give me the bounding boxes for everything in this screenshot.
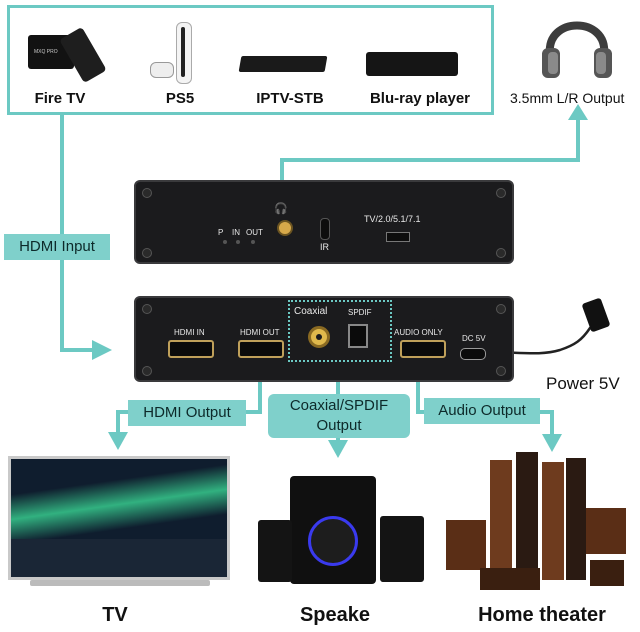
theater-tower-2 xyxy=(516,452,538,580)
hdmi-input-tag: HDMI Input xyxy=(4,234,110,260)
bluray-player-image xyxy=(366,52,458,76)
tv-stand xyxy=(30,580,210,586)
tv-arrow xyxy=(108,432,128,450)
headphones-icon xyxy=(542,21,612,78)
theater-tower-1 xyxy=(490,460,512,580)
rear-hdmi-out-label: HDMI OUT xyxy=(240,328,280,337)
theater-sub-right xyxy=(586,508,626,554)
front-out-label: OUT xyxy=(246,228,263,237)
rear-panel: HDMI IN HDMI OUT Coaxial SPDIF AUDIO ONL… xyxy=(134,296,514,382)
dc-port xyxy=(460,348,486,360)
mode-label: TV/2.0/5.1/7.1 xyxy=(364,214,421,224)
iptv-stb-image xyxy=(238,56,328,72)
bluray-label: Blu-ray player xyxy=(369,90,471,107)
hdmi-in-arrow xyxy=(92,340,112,360)
fire-tv-label: Fire TV xyxy=(34,90,86,107)
coax-spdif-output-tag: Coaxial/SPDIF Output xyxy=(268,394,410,438)
headphone-arrow xyxy=(568,104,588,120)
theater-tower-3 xyxy=(542,462,564,580)
hdmi-output-tag: HDMI Output xyxy=(128,400,246,426)
hdmi-input-line xyxy=(60,115,100,352)
ps5-label: PS5 xyxy=(165,90,195,107)
front-p-label: P xyxy=(218,228,224,237)
hdmi-in-port xyxy=(168,340,214,358)
rear-coaxial-label: Coaxial xyxy=(294,306,328,317)
ir-label: IR xyxy=(320,242,329,252)
subwoofer-image xyxy=(290,476,376,584)
mode-switch xyxy=(386,232,410,242)
rear-dc-label: DC 5V xyxy=(462,334,486,343)
right-speaker-image xyxy=(380,516,424,582)
headphone-output-label: 3.5mm L/R Output xyxy=(510,90,625,106)
coax-spdif-output-line2: Output xyxy=(316,417,362,434)
tv-label: TV xyxy=(102,604,128,626)
front-panel: P IN OUT 🎧 IR TV/2.0/5.1/7.1 xyxy=(134,180,514,264)
left-speaker-image xyxy=(258,520,292,582)
theater-center-speaker xyxy=(480,568,540,590)
audio-only-port xyxy=(400,340,446,358)
headphone-jack xyxy=(277,220,293,236)
headphone-jack-icon: 🎧 xyxy=(274,203,288,215)
theater-sub-left xyxy=(446,520,486,570)
coaxial-port xyxy=(308,326,330,348)
home-theater-label: Home theater xyxy=(478,604,606,626)
tv-image xyxy=(8,456,230,580)
front-in-label: IN xyxy=(232,228,240,237)
rear-spdif-label: SPDIF xyxy=(348,308,372,317)
audio-output-tag: Audio Output xyxy=(424,398,540,424)
coax-spdif-output-line1: Coaxial/SPDIF xyxy=(289,397,389,414)
ir-window xyxy=(320,218,330,240)
hdmi-out-port xyxy=(238,340,284,358)
ps5-console-image xyxy=(176,22,192,84)
speaker-arrow xyxy=(328,440,348,458)
speaker-label: Speake xyxy=(299,604,371,626)
theater-tower-4 xyxy=(566,458,586,580)
theater-satellite xyxy=(590,560,624,586)
rear-audio-only-label: AUDIO ONLY xyxy=(394,328,443,337)
coax-spdif-highlight xyxy=(288,300,392,362)
theater-arrow xyxy=(542,434,562,452)
power-label: Power 5V xyxy=(546,374,620,393)
fire-tv-box-text: MXQ PRO xyxy=(34,49,58,55)
iptv-label: IPTV-STB xyxy=(256,90,324,107)
rear-hdmi-in-label: HDMI IN xyxy=(174,328,205,337)
spdif-port xyxy=(348,324,368,348)
ps5-controller-image xyxy=(150,62,174,78)
